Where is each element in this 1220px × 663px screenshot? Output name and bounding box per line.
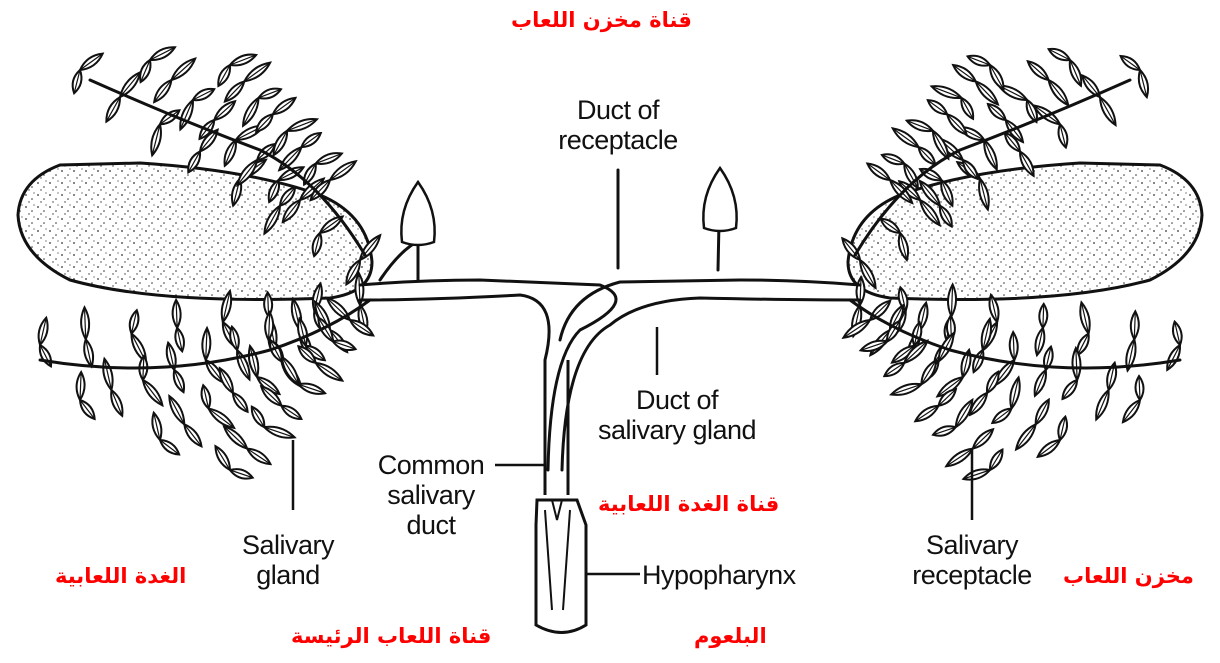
salivary-gland-label-ar: الغدة اللعابية (55, 564, 186, 588)
gland-lobe-vein (973, 429, 993, 448)
gland-lobe-vein (244, 63, 270, 82)
salivary-receptacle-label: Salivary receptacle (902, 530, 1042, 590)
gland-lobe-vein (154, 80, 171, 102)
gland-lobe-vein (976, 81, 998, 104)
gland-lobe-vein (209, 409, 235, 428)
gland-lobe-vein (214, 101, 235, 120)
duct-of-receptacle-label-ar: قناة مخزن اللعاب (511, 8, 692, 32)
gland-lobe-vein (1016, 424, 1036, 449)
gland-lobe-vein (1049, 80, 1069, 105)
common-salivary-duct-label-ar: قناة اللعاب الرئيسة (291, 624, 491, 648)
duct-of-receptacle-label: Duct of receptacle (548, 95, 688, 155)
gland-lobe-vein (330, 161, 356, 180)
hypopharynx-label-ar: البلعوم (694, 624, 767, 648)
duct-of-salivary-gland-label-ar: قناة الغدة اللعابية (598, 492, 779, 516)
common-salivary-duct-label: Common salivary duct (370, 450, 492, 540)
center-left-leaf (401, 182, 434, 245)
gland-lobe-vein (947, 114, 966, 134)
gland-lobe-vein (225, 81, 244, 101)
gland-lobe-vein (946, 449, 973, 467)
gland-lobe-vein (184, 424, 201, 446)
center-right-leaf (703, 168, 736, 231)
hypopharynx-shape (536, 500, 586, 633)
gland-lobe-vein (171, 59, 195, 80)
gland-lobe-vein (1028, 61, 1049, 80)
duct-of-salivary-gland-label: Duct of salivary gland (584, 385, 770, 445)
salivary-receptacle-label-ar: مخزن اللعاب (1063, 564, 1194, 588)
gland-lobe-vein (224, 426, 247, 448)
gland-lobe-vein (893, 128, 919, 147)
salivary-gland-label: Salivary gland (228, 530, 348, 590)
hypopharynx-label: Hypopharynx (642, 560, 814, 590)
gland-lobe-vein (143, 380, 163, 405)
gland-lobe-vein (316, 363, 343, 381)
